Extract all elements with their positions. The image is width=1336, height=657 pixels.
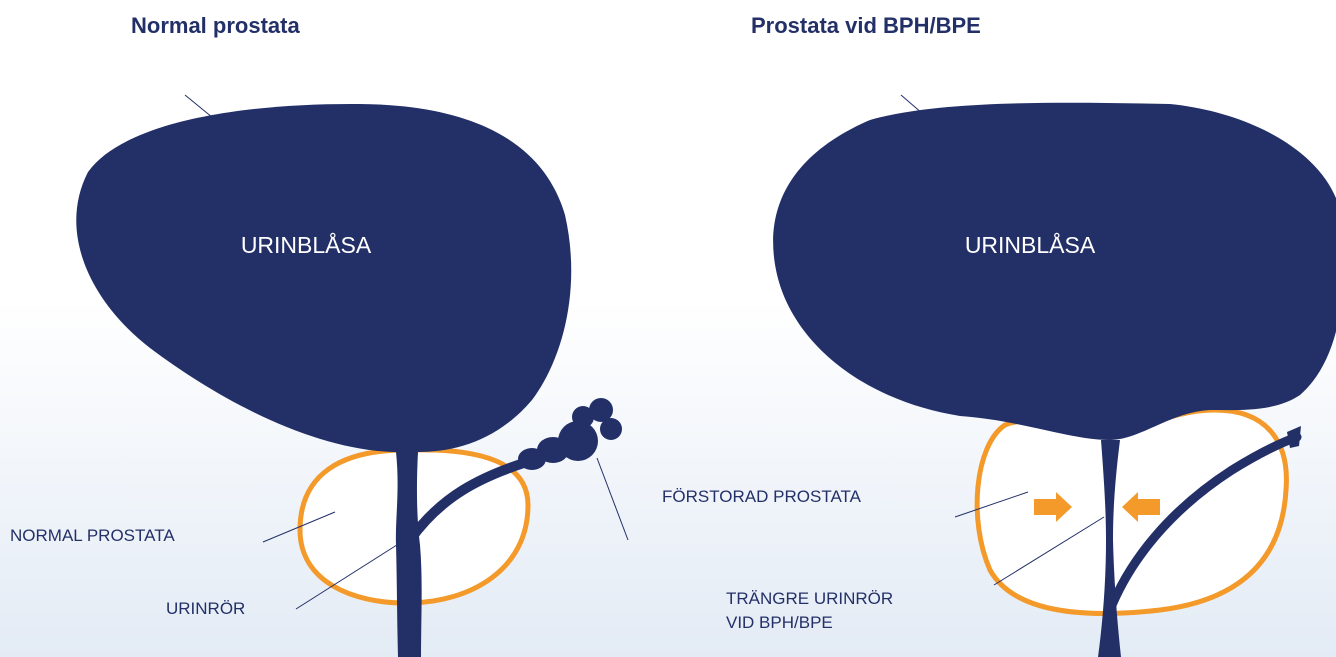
bph-bladder-leader <box>900 94 931 121</box>
bph-prostate-label: FÖRSTORAD PROSTATA <box>662 487 862 506</box>
normal-ejaculatory-duct <box>405 453 545 545</box>
normal-prostate-leader <box>262 511 336 543</box>
bph-urethra-leader <box>993 516 1105 586</box>
arrow-left-icon <box>1122 492 1160 522</box>
normal-panel: URINBLÅSA NORMAL PROSTATA URINRÖR <box>10 94 629 657</box>
arrow-right-icon <box>1034 492 1072 522</box>
bph-urethra-label-line2: VID BPH/BPE <box>726 613 833 632</box>
normal-urethra-shape <box>395 452 422 657</box>
normal-urethra-leader <box>295 542 401 610</box>
normal-prostate-label: NORMAL PROSTATA <box>10 526 175 545</box>
normal-seminal-vesicle <box>518 398 622 470</box>
normal-bladder-label: URINBLÅSA <box>241 231 372 258</box>
bph-urethra-label-line1: TRÄNGRE URINRÖR <box>726 589 893 608</box>
bph-duct-tip <box>1287 426 1301 448</box>
normal-bladder-leader <box>184 94 219 123</box>
bph-panel: URINBLÅSA FÖRSTORAD PROSTATA TRÄNGRE URI… <box>662 94 1336 657</box>
normal-seminal-leader <box>596 457 629 541</box>
bph-ejaculatory-duct <box>1105 432 1302 615</box>
title-normal-prostate: Normal prostata <box>131 13 300 38</box>
title-bph-prostate: Prostata vid BPH/BPE <box>751 13 981 38</box>
bph-prostate-leader <box>954 491 1029 518</box>
normal-urethra-label: URINRÖR <box>166 599 245 618</box>
normal-bladder-shape <box>76 103 572 453</box>
bph-bladder-shape <box>773 102 1336 440</box>
bph-bladder-label: URINBLÅSA <box>965 231 1096 258</box>
